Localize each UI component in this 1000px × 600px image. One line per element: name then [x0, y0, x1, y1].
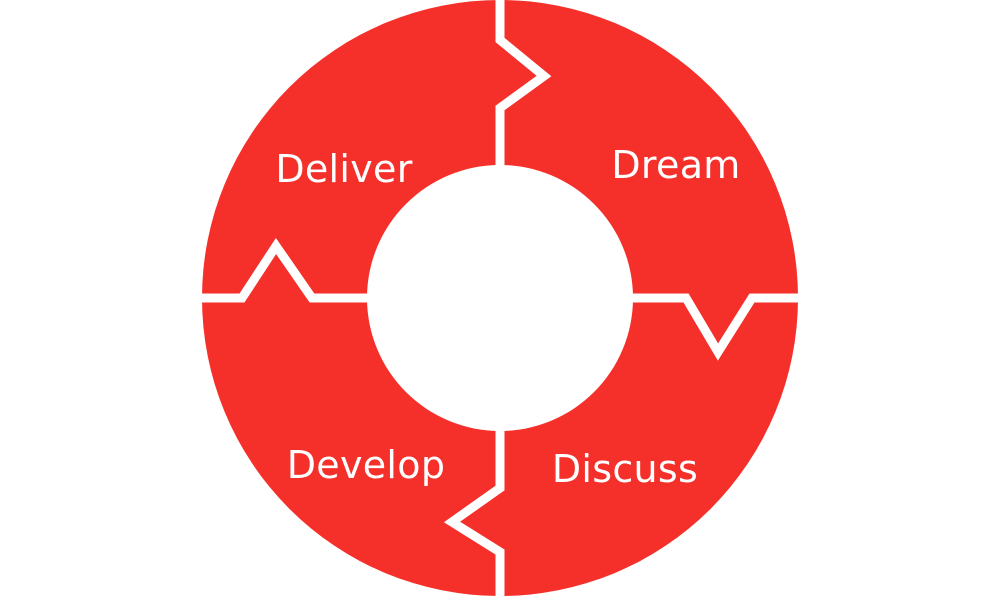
separator-top [495, 0, 552, 168]
separator-bottom [443, 428, 505, 600]
segment-label-develop: Develop [287, 443, 446, 487]
separator-left [200, 237, 368, 303]
segment-label-deliver: Deliver [275, 147, 412, 191]
center-hole [367, 165, 633, 431]
separator-right [632, 293, 800, 361]
segment-label-discuss: Discuss [552, 447, 698, 491]
segment-label-dream: Dream [611, 143, 740, 187]
